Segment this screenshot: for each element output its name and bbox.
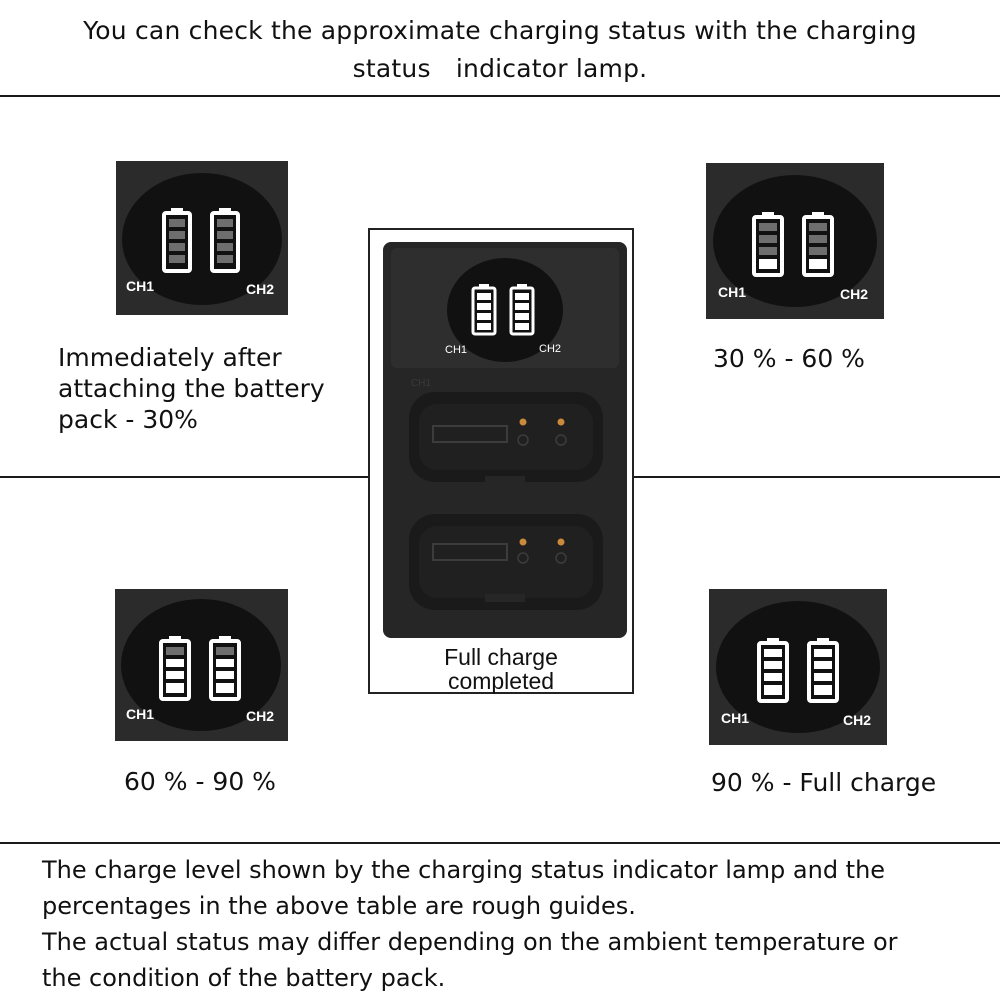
caption-top-right: 30 % - 60 % [713,344,865,373]
charger-ch1-label: CH1 [445,344,467,356]
bottom-divider [0,842,1000,844]
ch2-label: CH2 [840,286,868,302]
charger-image: CH1 CH2 CH1 [381,240,629,640]
middle-divider-left [0,476,368,478]
footer-note: The charge level shown by the charging s… [42,852,982,996]
ch1-label: CH1 [126,278,154,294]
caption-bottom-right: 90 % - Full charge [711,768,937,797]
ch2-label: CH2 [246,281,274,297]
center-caption-line-2: completed [447,668,555,694]
caption-bottom-left: 60 % - 90 % [124,767,276,796]
battery-slot-2 [409,514,603,610]
slot-1-label: CH1 [411,378,431,389]
ch2-label: CH2 [843,712,871,728]
battery-ch1-icon [757,638,789,703]
indicator-panel-bottom-left: CH1 CH2 [115,589,288,741]
footer-line-2: percentages in the above table are rough… [42,892,636,920]
footer-line-1: The charge level shown by the charging s… [42,856,886,884]
header-text: You can check the approximate charging s… [0,12,1000,88]
battery-slot-1 [409,392,603,484]
battery-ch2-icon [210,208,240,273]
ch2-label: CH2 [246,708,274,724]
battery-ch2-icon [807,638,839,703]
header-line-2: status indicator lamp. [352,54,648,83]
charger-battery-ch1-icon [471,284,497,336]
indicator-panel-bottom-right: CH1 CH2 [709,589,887,745]
charger-ch2-label: CH2 [539,343,561,355]
footer-line-4: the condition of the battery pack. [42,964,446,992]
charger-battery-ch2-icon [509,284,535,336]
center-caption-line-1: Full charge [444,644,558,670]
battery-ch1-icon [159,636,191,701]
caption-top-left: Immediately after attaching the battery … [58,342,358,435]
caption-top-left-line-1: Immediately after [58,343,282,372]
middle-divider-right [634,476,1000,478]
header-line-1: You can check the approximate charging s… [83,16,917,45]
battery-ch2-icon [802,212,834,277]
ch1-label: CH1 [718,284,746,300]
caption-top-left-line-2: attaching the battery [58,374,325,403]
top-divider [0,95,1000,97]
battery-ch1-icon [752,212,784,277]
battery-ch1-icon [162,208,192,273]
caption-top-left-line-3: pack - 30% [58,405,198,434]
indicator-panel-top-right: CH1 CH2 [706,163,884,319]
ch1-label: CH1 [721,710,749,726]
battery-ch2-icon [209,636,241,701]
ch1-label: CH1 [126,706,154,722]
footer-line-3: The actual status may differ depending o… [42,928,898,956]
indicator-panel-top-left: CH1 CH2 [116,161,288,315]
